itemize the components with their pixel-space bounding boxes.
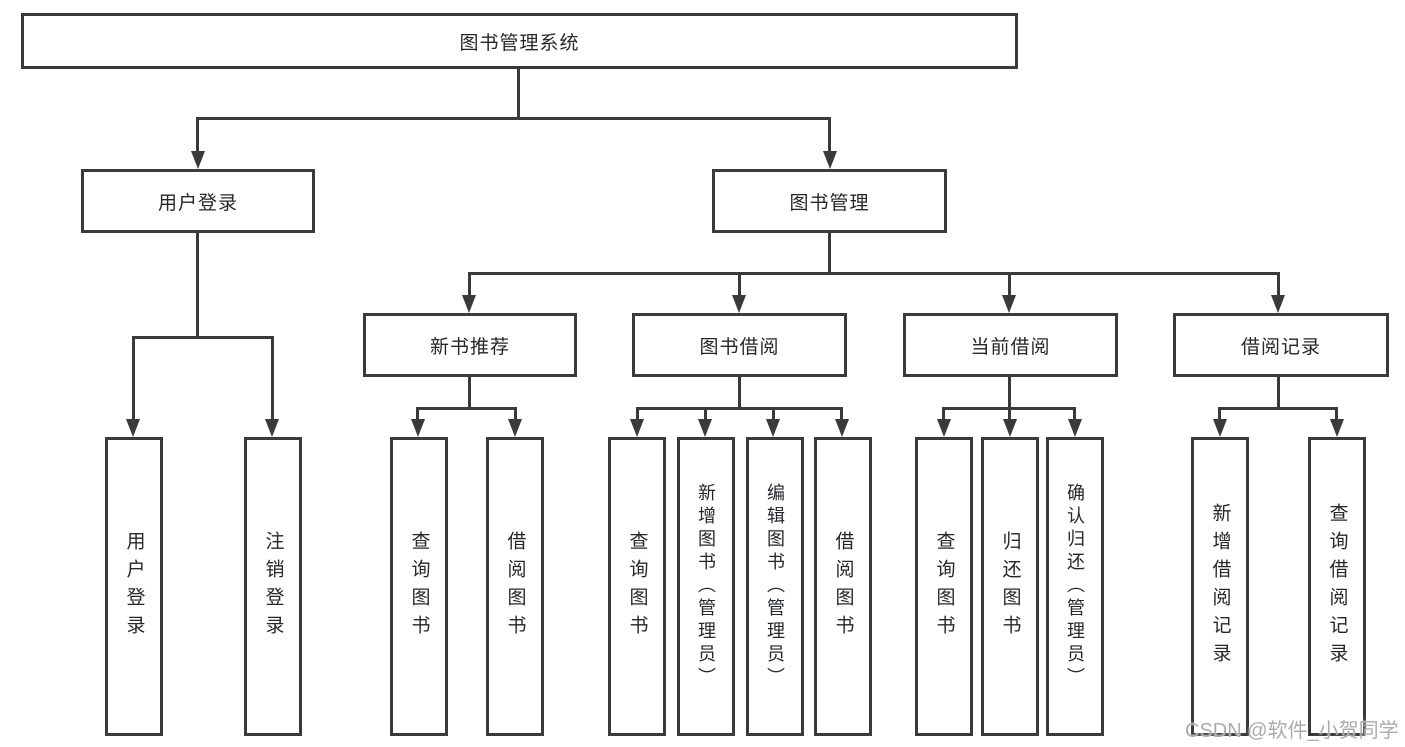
- arrowhead-down: [1271, 295, 1285, 313]
- arrowhead-down: [823, 151, 837, 169]
- connector-line: [1277, 374, 1280, 410]
- leaf-query-books-2-label: 查询图书: [626, 530, 648, 643]
- node-new-book-recommend: 新书推荐: [363, 313, 577, 377]
- connector-line: [1335, 407, 1338, 421]
- leaf-query-borrow-record-label: 查询借阅记录: [1326, 502, 1348, 671]
- arrowhead-down: [1213, 419, 1227, 437]
- leaf-query-books-1: 查询图书: [390, 437, 448, 736]
- leaf-borrow-books-2-label: 借阅图书: [832, 530, 854, 643]
- connector-line: [1008, 272, 1011, 297]
- connector-line: [416, 407, 419, 421]
- connector-line: [468, 272, 1280, 275]
- connector-line: [514, 407, 517, 421]
- connector-line: [517, 69, 520, 119]
- arrowhead-down: [191, 151, 205, 169]
- arrowhead-down: [937, 419, 951, 437]
- leaf-query-books-3: 查询图书: [915, 437, 973, 736]
- connector-line: [828, 117, 831, 153]
- connector-line: [132, 336, 274, 339]
- arrowhead-down: [1002, 295, 1016, 313]
- arrowhead-down: [630, 419, 644, 437]
- leaf-logout-label: 注销登录: [262, 530, 284, 643]
- leaf-borrow-books-1-label: 借阅图书: [504, 530, 526, 643]
- connector-line: [416, 407, 517, 410]
- connector-line: [1073, 407, 1076, 421]
- node-root: 图书管理系统: [21, 13, 1018, 69]
- leaf-add-books-admin-label: 新增图书（管理员）: [696, 483, 716, 690]
- connector-line: [196, 230, 199, 339]
- arrowhead-down: [462, 295, 476, 313]
- node-book-management-label: 图书管理: [789, 192, 870, 214]
- leaf-logout: 注销登录: [244, 437, 302, 736]
- arrowhead-down: [411, 419, 425, 437]
- leaf-borrow-books-2: 借阅图书: [814, 437, 872, 736]
- arrowhead-down: [265, 419, 279, 437]
- connector-line: [1008, 407, 1011, 421]
- connector-line: [468, 374, 471, 410]
- leaf-add-books-admin: 新增图书（管理员）: [677, 437, 735, 736]
- connector-line: [772, 407, 775, 421]
- leaf-return-books: 归还图书: [981, 437, 1039, 736]
- leaf-edit-books-admin-label: 编辑图书（管理员）: [765, 483, 785, 690]
- connector-line: [196, 117, 831, 120]
- node-user-login: 用户登录: [81, 169, 315, 233]
- connector-line: [828, 230, 831, 275]
- connector-line: [132, 336, 135, 421]
- leaf-borrow-books-1: 借阅图书: [486, 437, 544, 736]
- connector-line: [738, 272, 741, 297]
- node-book-borrow-label: 图书借阅: [699, 336, 780, 358]
- leaf-user-login: 用户登录: [105, 437, 163, 736]
- leaf-add-borrow-record: 新增借阅记录: [1191, 437, 1249, 736]
- leaf-return-books-label: 归还图书: [999, 530, 1021, 643]
- arrowhead-down: [126, 419, 140, 437]
- arrowhead-down: [508, 419, 522, 437]
- node-new-book-recommend-label: 新书推荐: [429, 336, 510, 358]
- connector-line: [196, 117, 199, 153]
- arrowhead-down: [732, 295, 746, 313]
- leaf-confirm-return-admin-label: 确认归还（管理员）: [1065, 483, 1085, 690]
- arrowhead-down: [698, 419, 712, 437]
- leaf-confirm-return-admin: 确认归还（管理员）: [1046, 437, 1104, 736]
- connector-line: [468, 272, 471, 297]
- leaf-edit-books-admin: 编辑图书（管理员）: [746, 437, 804, 736]
- arrowhead-down: [766, 419, 780, 437]
- node-root-label: 图书管理系统: [459, 32, 580, 54]
- leaf-add-borrow-record-label: 新增借阅记录: [1209, 502, 1231, 671]
- connector-line: [704, 407, 707, 421]
- arrowhead-down: [1003, 419, 1017, 437]
- node-borrow-record-label: 借阅记录: [1240, 336, 1321, 358]
- connector-line: [636, 407, 843, 410]
- arrowhead-down: [1330, 419, 1344, 437]
- arrowhead-down: [835, 419, 849, 437]
- leaf-user-login-label: 用户登录: [123, 530, 145, 643]
- leaf-query-books-3-label: 查询图书: [933, 530, 955, 643]
- node-current-borrow: 当前借阅: [903, 313, 1118, 377]
- leaf-query-books-2: 查询图书: [608, 437, 666, 736]
- node-borrow-record: 借阅记录: [1173, 313, 1389, 377]
- connector-line: [1218, 407, 1221, 421]
- connector-line: [942, 407, 945, 421]
- connector-line: [271, 336, 274, 421]
- node-user-login-label: 用户登录: [157, 192, 238, 214]
- connector-line: [840, 407, 843, 421]
- leaf-query-borrow-record: 查询借阅记录: [1308, 437, 1366, 736]
- node-book-management: 图书管理: [712, 169, 947, 233]
- connector-line: [636, 407, 639, 421]
- arrowhead-down: [1068, 419, 1082, 437]
- node-current-borrow-label: 当前借阅: [970, 336, 1051, 358]
- csdn-watermark: CSDN @软件_小贺同学: [1185, 720, 1399, 742]
- connector-line: [1277, 272, 1280, 297]
- connector-line: [1218, 407, 1338, 410]
- connector-line: [1008, 374, 1011, 410]
- connector-line: [738, 374, 741, 410]
- node-book-borrow: 图书借阅: [632, 313, 847, 377]
- leaf-query-books-1-label: 查询图书: [408, 530, 430, 643]
